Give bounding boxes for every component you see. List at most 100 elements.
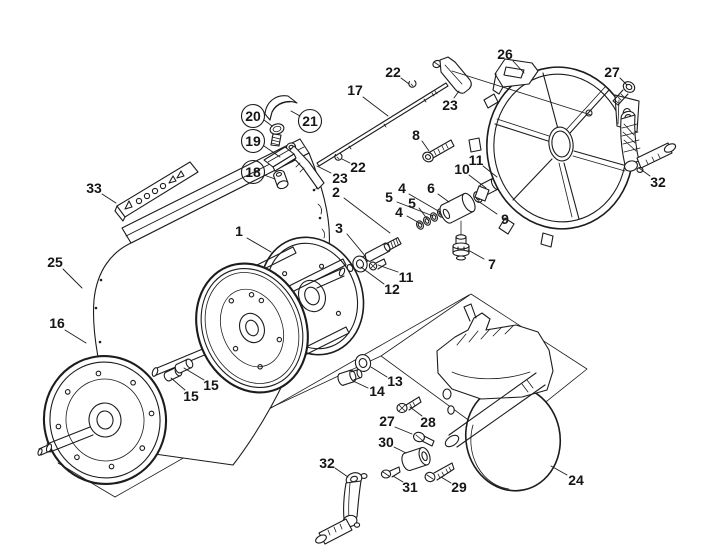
part-number-label: 27: [604, 64, 620, 80]
part-number-label: 33: [86, 180, 102, 196]
part-warning-label-strip: [114, 161, 199, 222]
highlight-circle: [297, 108, 323, 134]
leader-line: [263, 145, 281, 158]
leader-line: [62, 268, 83, 289]
part-number-label: 8: [412, 127, 420, 143]
highlight-circle: [240, 128, 266, 154]
callout-20-highlighted[interactable]: 20: [240, 103, 273, 129]
part-number-label: 10: [454, 161, 470, 177]
leader-line: [437, 193, 450, 203]
part-number-label: 18: [245, 164, 261, 180]
callout-32[interactable]: 32: [638, 167, 666, 190]
part-number-label: 4: [395, 204, 403, 220]
callout-11[interactable]: 11: [377, 264, 414, 285]
callout-31[interactable]: 31: [392, 475, 418, 495]
part-number-label: 4: [398, 180, 406, 196]
part-number-label: 21: [302, 113, 318, 129]
leader-line: [360, 266, 385, 285]
callout-24[interactable]: 24: [550, 465, 584, 488]
callout-17[interactable]: 17: [347, 82, 389, 117]
callout-3[interactable]: 3: [335, 220, 367, 258]
callout-5[interactable]: 5: [385, 189, 434, 217]
leader-line: [352, 380, 369, 389]
callout-26[interactable]: 26: [497, 46, 525, 74]
leader-line: [638, 167, 651, 177]
part-number-label: 3: [335, 220, 343, 236]
leader-line: [396, 201, 434, 217]
leader-line: [263, 119, 273, 127]
part-number-label: 5: [385, 189, 393, 205]
leader-line: [421, 140, 430, 152]
leader-line: [170, 377, 186, 391]
part-wheel-disc: [37, 355, 168, 498]
part-number-label: 32: [319, 455, 335, 471]
callout-27[interactable]: 27: [604, 64, 628, 86]
part-number-label: 20: [245, 108, 261, 124]
callout-5[interactable]: 5: [408, 195, 429, 221]
callout-16[interactable]: 16: [49, 315, 87, 344]
callout-10[interactable]: 10: [454, 161, 487, 189]
callout-23[interactable]: 23: [442, 90, 460, 113]
callout-18-highlighted[interactable]: 18: [240, 159, 276, 185]
part-number-label: 14: [369, 383, 385, 399]
callout-4[interactable]: 4: [398, 180, 441, 213]
callout-29[interactable]: 29: [440, 476, 467, 495]
callout-12[interactable]: 12: [360, 266, 400, 297]
part-number-label: 16: [49, 315, 65, 331]
leader-line: [64, 329, 87, 344]
leader-line: [619, 77, 628, 86]
part-clip-cover-21: [264, 95, 298, 121]
leader-line: [550, 465, 568, 476]
highlight-circle: [240, 103, 266, 129]
callout-22[interactable]: 22: [341, 158, 366, 175]
part-screw-8: [422, 139, 455, 163]
leader-line: [394, 426, 413, 435]
part-number-label: 12: [384, 281, 400, 297]
callout-23[interactable]: 23: [316, 165, 348, 186]
part-number-label: 2: [332, 184, 340, 200]
leader-line: [101, 193, 117, 204]
callout-15[interactable]: 15: [170, 377, 199, 404]
callout-13[interactable]: 13: [370, 366, 403, 389]
part-number-label: 13: [387, 373, 403, 389]
callout-14[interactable]: 14: [352, 380, 385, 399]
leader-line: [370, 366, 388, 378]
leader-line: [377, 264, 399, 273]
callout-2[interactable]: 2: [332, 184, 391, 234]
callout-9[interactable]: 9: [477, 200, 509, 227]
callout-22[interactable]: 22: [385, 64, 410, 85]
callout-30[interactable]: 30: [378, 434, 407, 454]
leader-line: [346, 233, 367, 258]
callout-25[interactable]: 25: [47, 254, 83, 289]
leader-line: [343, 197, 391, 234]
part-gearbox-housing: [436, 303, 562, 492]
callout-27[interactable]: 27: [379, 413, 413, 435]
part-number-label: 24: [568, 472, 584, 488]
callout-1[interactable]: 1: [235, 223, 272, 253]
callout-6[interactable]: 6: [427, 180, 450, 203]
part-number-label: 5: [408, 195, 416, 211]
part-number-label: 11: [399, 269, 414, 285]
callout-21-highlighted[interactable]: 21: [290, 108, 323, 134]
callout-7[interactable]: 7: [467, 249, 496, 272]
part-lever-top: [432, 56, 472, 94]
leader-line: [334, 467, 349, 478]
callout-32[interactable]: 32: [319, 455, 349, 478]
part-number-label: 1: [235, 223, 243, 239]
callout-11[interactable]: 11: [469, 152, 498, 178]
callout-19-highlighted[interactable]: 19: [240, 128, 281, 158]
part-gearbox-fasteners: [380, 396, 455, 483]
callout-33[interactable]: 33: [86, 180, 117, 204]
part-number-label: 17: [347, 82, 363, 98]
leader-line: [418, 207, 429, 221]
leader-line: [341, 158, 351, 164]
callout-8[interactable]: 8: [412, 127, 430, 152]
leader-line: [246, 237, 272, 253]
callout-28[interactable]: 28: [409, 406, 436, 430]
part-number-label: 27: [379, 413, 395, 429]
callout-15[interactable]: 15: [183, 367, 219, 393]
leader-line: [263, 174, 276, 180]
callout-4[interactable]: 4: [395, 204, 422, 225]
part-plug: [452, 234, 470, 261]
